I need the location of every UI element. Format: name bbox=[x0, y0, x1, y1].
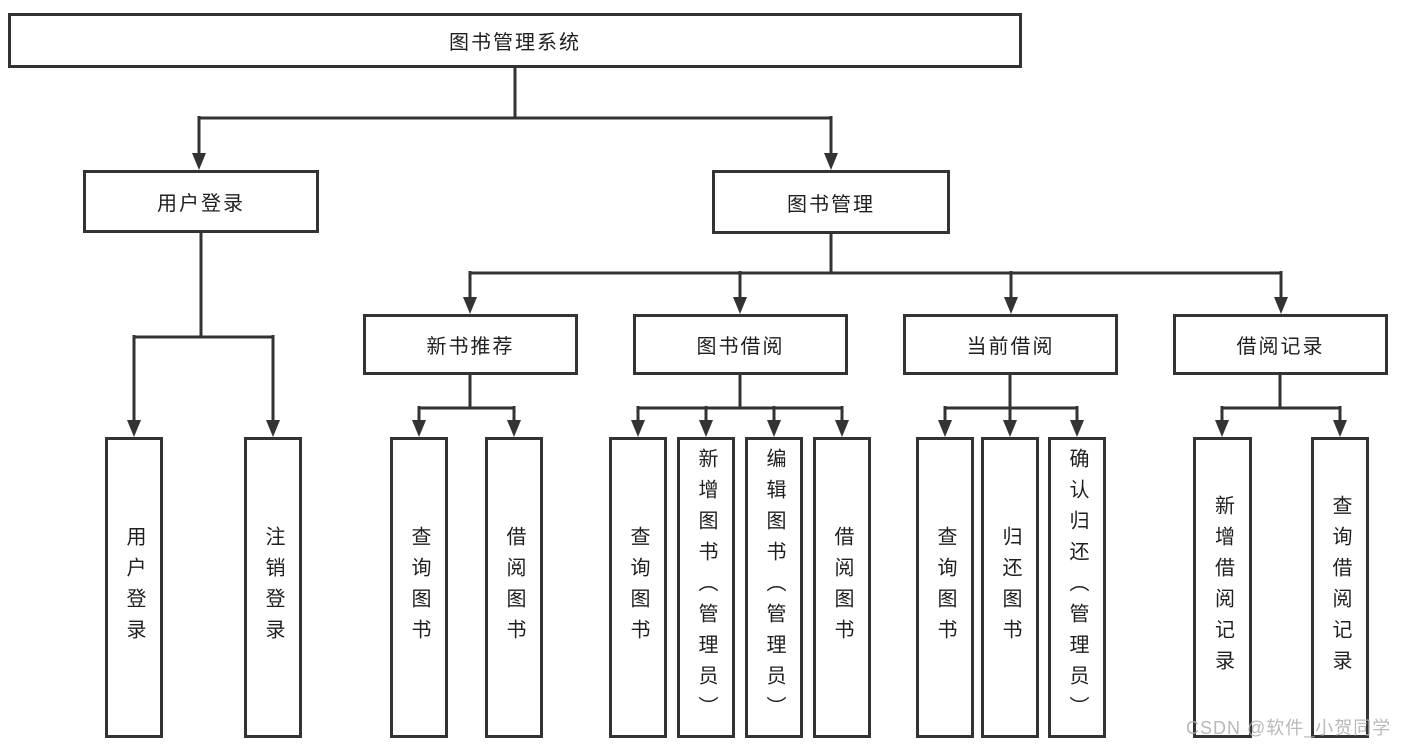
node-borrow-records-label: 借阅记录 bbox=[1236, 336, 1325, 358]
csdn-watermark: CSDN @软件_小贺同学 bbox=[1186, 718, 1392, 738]
node-query-books-borrow-label: 查询图书 bbox=[627, 525, 649, 650]
node-edit-book-admin-label: 编辑图书（管理员） bbox=[763, 448, 785, 727]
node-add-borrow-record: 新增借阅记录 bbox=[1193, 437, 1252, 738]
node-query-books-recommend: 查询图书 bbox=[390, 437, 448, 738]
node-query-books-current-label: 查询图书 bbox=[934, 525, 956, 650]
node-query-books-recommend-label: 查询图书 bbox=[408, 525, 430, 650]
node-user-login-label: 用户登录 bbox=[157, 193, 245, 215]
node-logout-label: 注销登录 bbox=[262, 525, 284, 650]
node-current-borrow-label: 当前借阅 bbox=[966, 336, 1055, 358]
node-new-book-recommend-label: 新书推荐 bbox=[426, 336, 515, 358]
node-borrow-books-leaf: 借阅图书 bbox=[813, 437, 871, 738]
node-logout: 注销登录 bbox=[244, 437, 302, 738]
node-query-books-current: 查询图书 bbox=[916, 437, 974, 738]
node-add-borrow-record-label: 新增借阅记录 bbox=[1211, 494, 1234, 681]
node-query-books-borrow: 查询图书 bbox=[609, 437, 667, 738]
node-root-label: 图书管理系统 bbox=[449, 32, 581, 54]
node-book-borrow-label: 图书借阅 bbox=[696, 336, 785, 358]
node-borrow-books-recommend-label: 借阅图书 bbox=[503, 525, 525, 650]
node-return-book: 归还图书 bbox=[981, 437, 1039, 738]
node-user-login-leaf-label: 用户登录 bbox=[123, 525, 145, 650]
node-user-login-leaf: 用户登录 bbox=[105, 437, 163, 738]
node-confirm-return-admin-label: 确认归还（管理员） bbox=[1066, 448, 1088, 727]
node-edit-book-admin: 编辑图书（管理员） bbox=[745, 437, 803, 738]
node-book-management: 图书管理 bbox=[712, 170, 950, 234]
node-user-login: 用户登录 bbox=[83, 170, 319, 233]
node-book-borrow: 图书借阅 bbox=[633, 314, 848, 375]
node-query-borrow-record-label: 查询借阅记录 bbox=[1329, 494, 1351, 681]
node-borrow-records: 借阅记录 bbox=[1173, 314, 1388, 375]
node-add-book-admin-label: 新增图书（管理员） bbox=[695, 448, 717, 727]
node-confirm-return-admin: 确认归还（管理员） bbox=[1048, 437, 1106, 738]
node-return-book-label: 归还图书 bbox=[999, 525, 1021, 650]
node-add-book-admin: 新增图书（管理员） bbox=[677, 437, 735, 738]
node-book-management-label: 图书管理 bbox=[787, 193, 875, 216]
node-current-borrow: 当前借阅 bbox=[903, 314, 1118, 375]
node-new-book-recommend: 新书推荐 bbox=[363, 314, 578, 375]
node-root: 图书管理系统 bbox=[8, 13, 1022, 68]
node-borrow-books-recommend: 借阅图书 bbox=[485, 437, 543, 738]
node-query-borrow-record: 查询借阅记录 bbox=[1311, 437, 1369, 738]
node-borrow-books-leaf-label: 借阅图书 bbox=[831, 525, 853, 650]
